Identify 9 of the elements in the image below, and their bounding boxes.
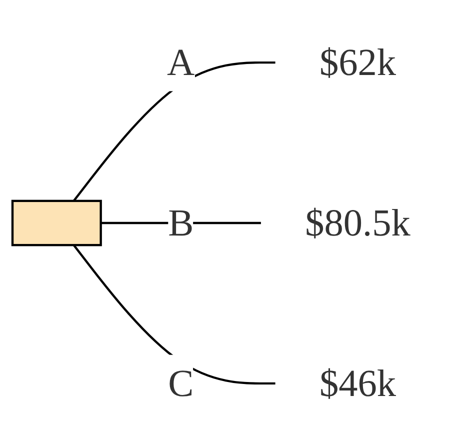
edge-label: A (167, 41, 195, 84)
node-text: $46k (319, 362, 396, 405)
node-text: $62k (319, 41, 396, 84)
connector (72, 244, 276, 385)
edge-label: B (168, 202, 194, 244)
connector (72, 61, 276, 202)
edge-label: C (168, 362, 194, 405)
node-box (11, 200, 102, 246)
node-text: $80.5k (305, 202, 410, 244)
